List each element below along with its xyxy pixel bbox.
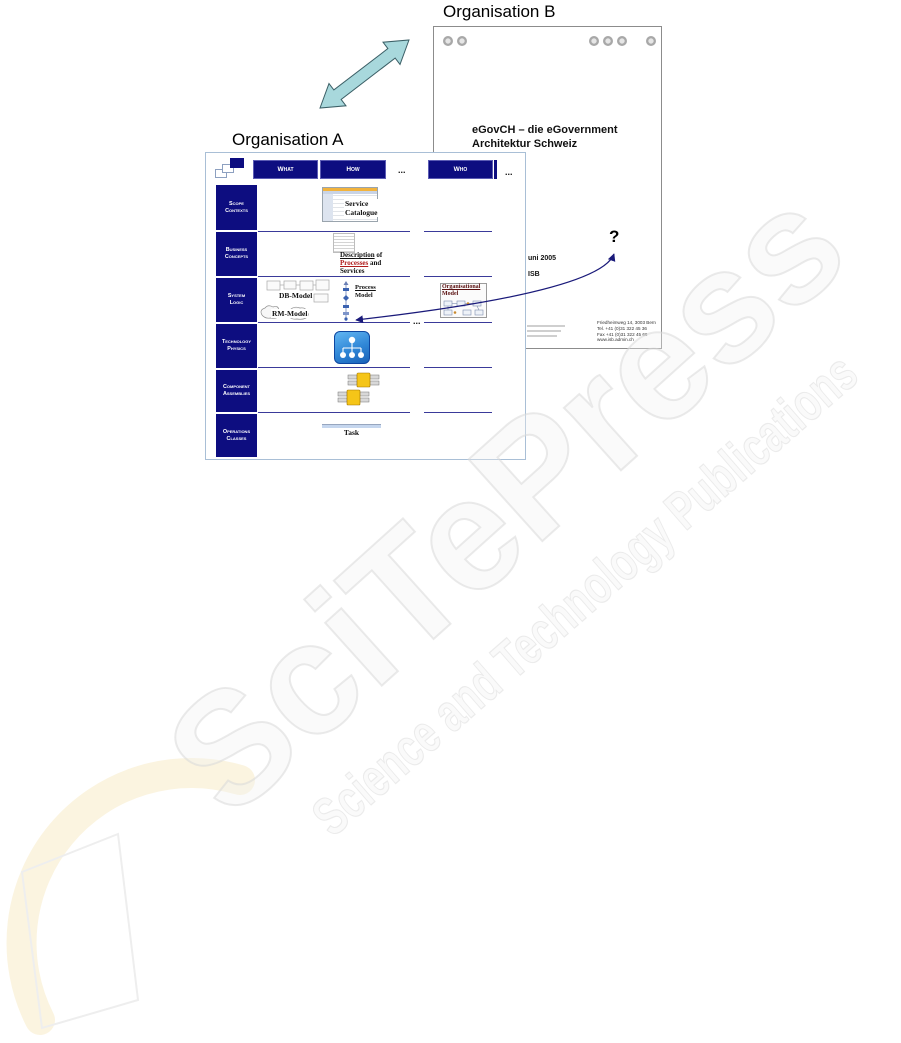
row-header-system-logic: System Logic	[216, 278, 257, 322]
decor-dot-icon	[617, 36, 627, 46]
row-header-line: Scope	[229, 200, 244, 207]
process-model-label: Process Model	[355, 284, 376, 300]
row-header-line: Classes	[226, 435, 247, 442]
organisation-b-label: Organisation B	[443, 2, 556, 21]
decor-dot-icon	[589, 36, 599, 46]
document-date: uni 2005	[528, 255, 557, 262]
document-footer-line	[527, 325, 565, 327]
column-header-ellipsis: ...	[505, 167, 513, 177]
row-divider	[424, 367, 492, 368]
technology-hierarchy-icon	[334, 331, 370, 364]
document-publisher: ISB	[528, 271, 540, 278]
organisation-a-framework: What How ... Who ... Scope Contexts Busi…	[205, 152, 526, 460]
organisational-model-label: Organisational Model	[442, 284, 480, 298]
row-divider	[424, 322, 492, 323]
service-catalogue-label: Service Catalogue	[344, 199, 379, 217]
framework-logo-icon	[215, 169, 227, 178]
row-header-line: Concepts	[224, 254, 249, 260]
label-line: Process	[355, 284, 376, 291]
row-divider	[424, 412, 492, 413]
db-model-label: DB-Model	[278, 291, 314, 300]
row-header-line: Contexts	[225, 207, 248, 214]
label-line: Services	[340, 266, 365, 275]
org-model-sketch	[443, 300, 484, 316]
column-header-how: How	[320, 160, 386, 179]
address-line: Fax +41 (0)31 322 45 66	[597, 331, 648, 337]
process-description-thumbnail	[333, 233, 355, 253]
rm-model-label: RM-Model	[271, 309, 309, 318]
row-header-line: Operations	[222, 428, 251, 435]
row-divider	[258, 276, 410, 277]
row-header-line: Component	[222, 384, 250, 390]
row-header-line: Physics	[227, 346, 246, 352]
row-divider	[258, 367, 410, 368]
document-title-line2: Architektur Schweiz	[472, 138, 578, 150]
label-line: Service	[345, 199, 369, 208]
row-header-line: System	[227, 293, 246, 299]
label-line: Catalogue	[345, 208, 378, 217]
row-header-line: Assemblies	[222, 391, 250, 397]
description-word: and	[370, 258, 382, 267]
hierarchy-icon	[340, 336, 364, 358]
column-header-ellipsis: ...	[398, 165, 406, 175]
row-header-scope-contexts: Scope Contexts	[216, 185, 257, 230]
column-header-what: What	[253, 160, 318, 179]
double-headed-arrow	[319, 39, 410, 109]
address-line: www.isb.admin.ch	[597, 337, 634, 343]
component-assembly-icon	[337, 372, 380, 406]
db-model-sketch	[266, 279, 330, 303]
processes-link-word: Processes	[340, 258, 369, 267]
row-divider	[424, 231, 492, 232]
document-address: Friedheimweg 14, 3003 Bern Tel. +41 (0)3…	[597, 320, 656, 343]
row-divider	[424, 276, 492, 277]
process-model-flow-sketch	[343, 281, 349, 321]
decor-dot-icon	[457, 36, 467, 46]
row-header-line: Technology	[221, 339, 252, 345]
row-divider	[258, 412, 410, 413]
task-thumbnail: Task	[322, 424, 381, 437]
address-line: Friedheimweg 14, 3003 Bern	[597, 320, 656, 325]
description-word: Description	[340, 251, 375, 259]
label-line: Model	[442, 291, 459, 297]
framework-logo-icon	[230, 158, 244, 168]
decor-dot-icon	[443, 36, 453, 46]
label-line: Organisational	[442, 284, 481, 290]
document-title: eGovCH – die eGovernment Architektur Sch…	[472, 123, 618, 151]
row-header-business-concepts: Business Concepts	[216, 232, 257, 276]
row-header-operations-classes: Operations Classes	[216, 414, 257, 457]
row-divider	[258, 322, 410, 323]
decor-dot-icon	[646, 36, 656, 46]
column-header-stub	[494, 160, 497, 179]
document-footer-line	[527, 330, 561, 332]
label-line: Model	[355, 292, 373, 299]
document-footer-line	[527, 335, 557, 337]
question-mark: ?	[609, 227, 620, 246]
decor-dot-icon	[603, 36, 613, 46]
watermark-logo-swoosh	[6, 758, 255, 1035]
process-description-label: Description of Processes and Services	[340, 251, 383, 275]
row-header-component-assemblies: Component Assemblies	[216, 370, 257, 412]
watermark-logo-shape	[20, 832, 140, 1030]
row-header-technology-physics: Technology Physics	[216, 324, 257, 368]
address-line: Tel. +41 (0)31 322 45 36	[597, 325, 647, 331]
framework-logo-icon	[222, 164, 234, 173]
row-header-line: Logic	[229, 300, 244, 306]
organisation-a-label: Organisation A	[232, 130, 344, 149]
task-label: Task	[343, 428, 360, 437]
column-header-who: Who	[428, 160, 493, 179]
row-ellipsis: ...	[413, 316, 421, 326]
row-divider	[258, 231, 410, 232]
row-header-line: Business	[225, 247, 248, 253]
description-word: of	[376, 251, 383, 259]
document-title-line1: eGovCH – die eGovernment	[472, 124, 618, 136]
